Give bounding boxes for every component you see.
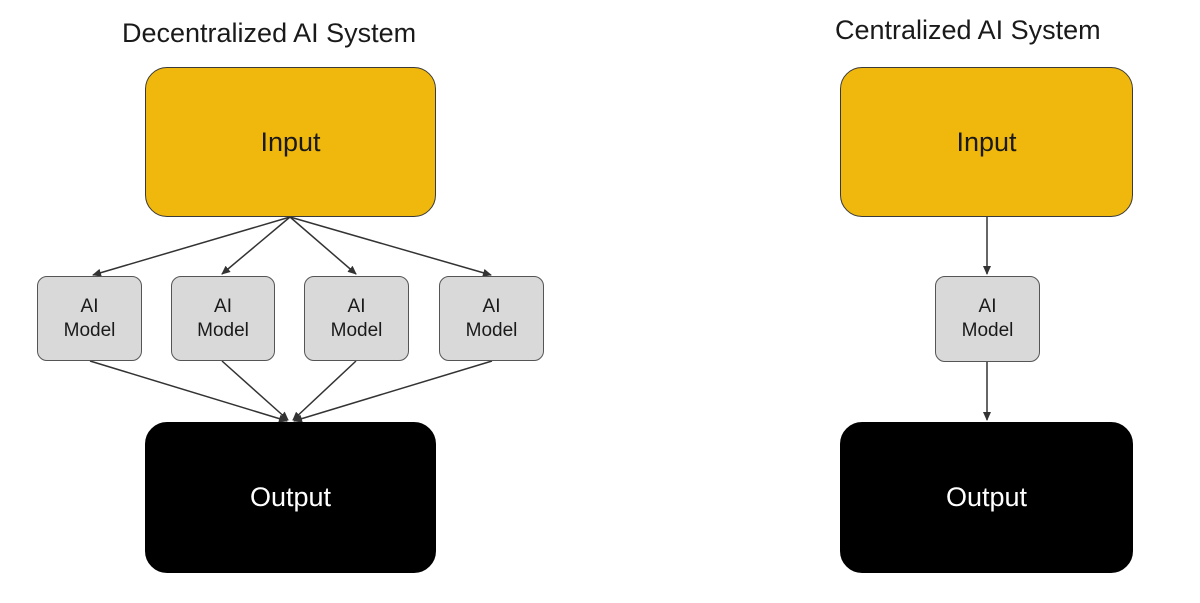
arrow-input-to-model-4 — [289, 216, 492, 277]
model-label-line1: AI — [80, 295, 99, 317]
arrow-input-to-model-1 — [92, 216, 291, 277]
decentralized-input-box: Input — [145, 67, 436, 217]
model-label-line2: Model — [63, 319, 116, 341]
model-label-line1: AI — [347, 295, 366, 317]
decentralized-input-label: Input — [260, 126, 321, 157]
centralized-output-box: Output — [840, 422, 1133, 573]
decentralized-model-box-1: AI Model — [37, 276, 142, 361]
model-label-line2: Model — [197, 319, 249, 341]
arrow-input-to-model-3 — [289, 216, 357, 275]
model-label-line1: AI — [214, 295, 232, 317]
centralized-output-label: Output — [945, 482, 1028, 512]
decentralized-model-box-4: AI Model — [439, 276, 544, 361]
model-label-line2: Model — [465, 319, 518, 341]
arrow-input-to-model-2 — [221, 216, 291, 275]
arrow-model-3-to-output — [292, 360, 357, 421]
decentralized-output-label: Output — [249, 482, 332, 512]
arrow-model-4-to-output — [293, 360, 493, 423]
centralized-title: Centralized AI System — [835, 15, 1101, 45]
centralized-model-box: AI Model — [935, 276, 1040, 362]
centralized-input-box: Input — [840, 67, 1133, 217]
model-label-line1: AI — [482, 295, 501, 317]
arrow-model-2-to-output — [221, 360, 289, 421]
model-label-line2: Model — [330, 319, 383, 341]
model-label-line1: AI — [978, 296, 997, 318]
decentralized-model-box-3: AI Model — [304, 276, 409, 361]
centralized-input-label: Input — [956, 126, 1017, 157]
arrow-model-1-to-output — [89, 360, 288, 423]
decentralized-output-box: Output — [145, 422, 436, 573]
decentralized-model-box-2: AI Model — [171, 276, 275, 361]
decentralized-title: Decentralized AI System — [122, 18, 417, 48]
model-label-line2: Model — [961, 320, 1014, 341]
